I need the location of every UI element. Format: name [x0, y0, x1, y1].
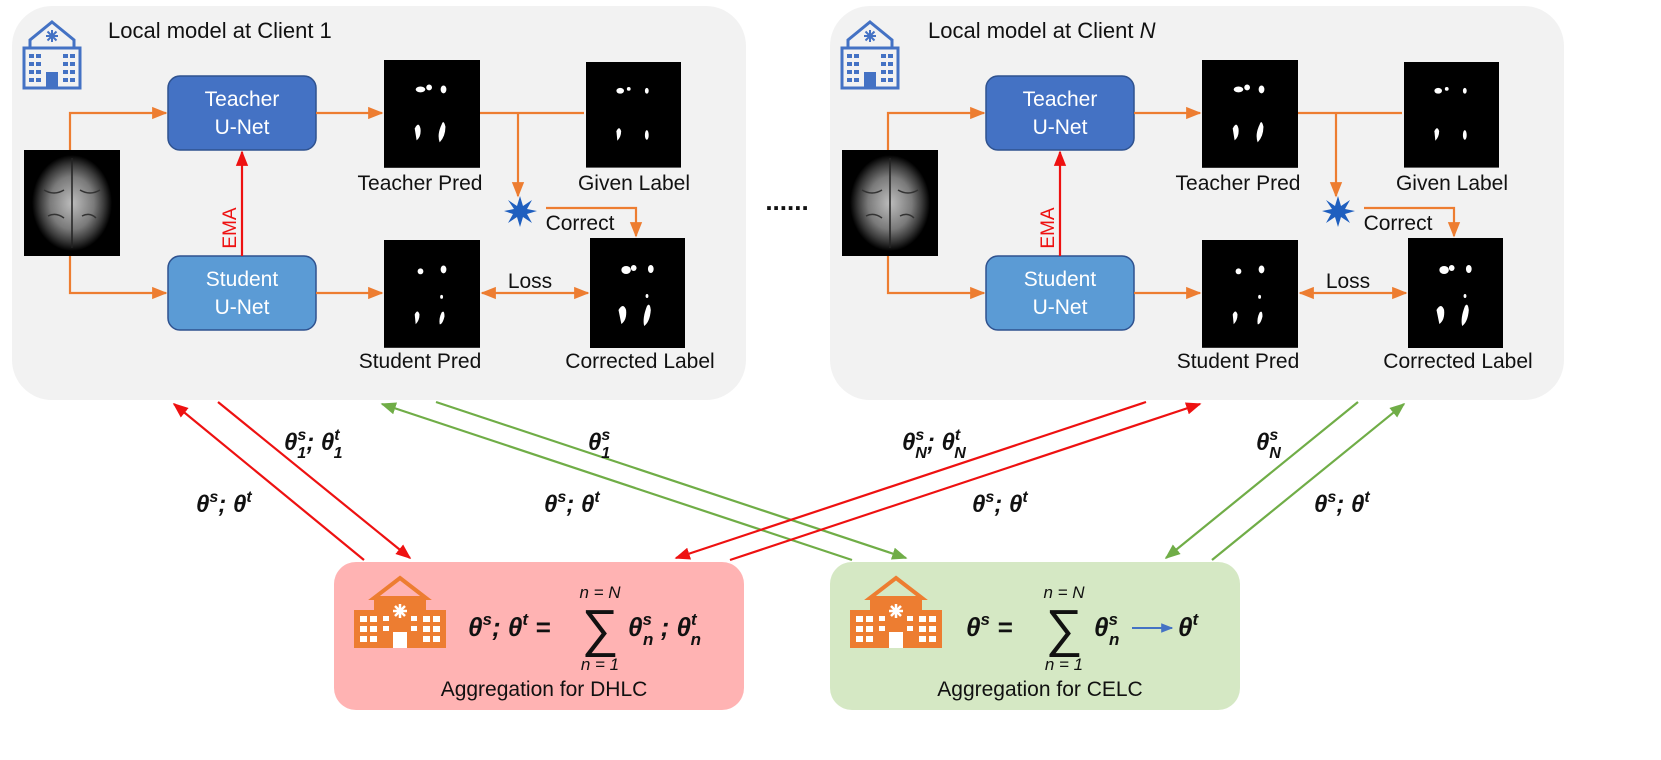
student-label-2: U-Net [215, 296, 270, 319]
clientN-to-dhlc-arrow [674, 400, 1147, 560]
svg-text:θs; θt =: θs; θt = [468, 610, 550, 642]
dhlc-to-client1-arrow [172, 403, 365, 561]
client1-title: Local model at Client 1 [108, 18, 332, 43]
loss-label: Loss [1326, 270, 1370, 293]
loss-label: Loss [508, 270, 552, 293]
flow-arrows [68, 106, 643, 300]
teacher-pred-label: Teacher Pred [1176, 172, 1301, 195]
dhlc-to-clientN-arrow [729, 402, 1202, 562]
brain-scan-image [841, 149, 939, 257]
given-label-image [1404, 62, 1499, 168]
teacher-label-1: Teacher [205, 88, 280, 111]
corrected-label-label: Corrected Label [1383, 350, 1532, 373]
clientN-title-prefix: Local model at Client [928, 18, 1140, 43]
clientN-to-celc-arrow [1164, 401, 1359, 559]
brain-scan-image [23, 149, 121, 257]
clientN-title: Local model at Client N [928, 18, 1156, 43]
student-pred-image [1202, 240, 1298, 348]
dhlc-background [334, 562, 744, 710]
clientN-panel: Local model at Client N Teacher U-Net St… [830, 6, 1564, 400]
teacher-pred-label: Teacher Pred [358, 172, 483, 195]
student-unet-box: Student U-Net [167, 255, 317, 331]
teacher-pred-image [1202, 60, 1298, 168]
clientN-title-var: N [1140, 18, 1156, 43]
correct-label: Correct [1364, 212, 1433, 235]
label-theta-s-theta-t: θs; θt [1314, 489, 1370, 518]
celc-background [830, 562, 1240, 710]
correct-label: Correct [546, 212, 615, 235]
student-unet-box: Student U-Net [985, 255, 1135, 331]
teacher-label-1: Teacher [1023, 88, 1098, 111]
given-label-label: Given Label [578, 172, 690, 195]
student-label-2: U-Net [1033, 296, 1088, 319]
dhlc-caption: Aggregation for DHLC [441, 678, 648, 701]
celc-to-client1-arrow [380, 402, 853, 562]
celc-to-clientN-arrow [1211, 403, 1406, 561]
client1-panel: Local model at Client 1 Teacher U-Net St… [12, 6, 746, 400]
celc-caption: Aggregation for CELC [937, 678, 1142, 701]
svg-text:n = 1: n = 1 [581, 655, 619, 674]
teacher-label-2: U-Net [215, 116, 270, 139]
teacher-label-2: U-Net [1033, 116, 1088, 139]
corrected-label-image [1408, 238, 1503, 348]
student-pred-label: Student Pred [359, 350, 482, 373]
corrected-label-image [590, 238, 685, 348]
student-label-1: Student [206, 268, 279, 291]
ellipsis: ...... [765, 186, 808, 216]
ema-label: EMA [1038, 207, 1059, 249]
svg-text:n = 1: n = 1 [1045, 655, 1083, 674]
client1-to-dhlc-arrow [217, 401, 412, 559]
corrected-label-label: Corrected Label [565, 350, 714, 373]
svg-text:∑: ∑ [581, 600, 618, 658]
svg-text:∑: ∑ [1045, 600, 1082, 658]
given-label-label: Given Label [1396, 172, 1508, 195]
svg-text:θs =: θs = [966, 610, 1012, 642]
client1-to-celc-arrow [435, 400, 908, 560]
svg-text:n = N: n = N [579, 583, 621, 602]
label-theta-s-theta-t: θs; θt [544, 489, 600, 518]
communication-arrows [172, 400, 1406, 562]
ema-label: EMA [220, 207, 241, 249]
label-theta-s-theta-t: θs; θt [196, 489, 252, 518]
teacher-pred-image [384, 60, 480, 168]
student-pred-label: Student Pred [1177, 350, 1300, 373]
teacher-unet-box: Teacher U-Net [167, 75, 317, 151]
label-theta-s-theta-t: θs; θt [972, 489, 1028, 518]
student-pred-image [384, 240, 480, 348]
student-label-1: Student [1024, 268, 1097, 291]
svg-text:n = N: n = N [1043, 583, 1085, 602]
given-label-image [586, 62, 681, 168]
flow-arrows [886, 106, 1461, 300]
teacher-unet-box: Teacher U-Net [985, 75, 1135, 151]
